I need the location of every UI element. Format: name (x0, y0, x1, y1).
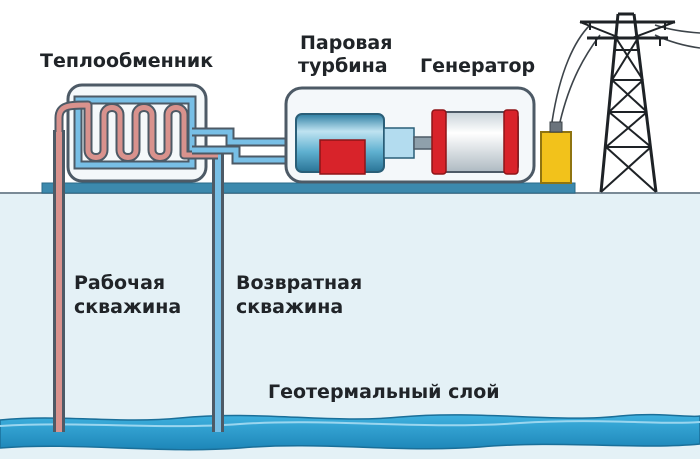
return-well-pipe (212, 150, 224, 432)
geothermal-layer-label: Геотермальный слой (268, 381, 500, 403)
geothermal-layer-water (0, 413, 700, 451)
production-well-pipe (53, 130, 65, 432)
shaft (413, 136, 435, 150)
platform (41, 182, 576, 194)
steam-pipes (192, 127, 298, 165)
ground-area (0, 193, 700, 459)
power-tower-icon (579, 12, 676, 193)
heat-exchanger-icon (54, 83, 218, 183)
production-well-label-line1: Рабочая (74, 272, 166, 294)
water-highlight (0, 420, 700, 428)
heat-exchanger-label: Теплообменник (40, 50, 214, 72)
power-wires (551, 24, 700, 123)
steam-turbine-icon (295, 113, 415, 175)
return-well-label-line2: скважина (236, 296, 344, 318)
steam-turbine-label-line2: турбина (298, 55, 388, 77)
transformer-icon (540, 121, 572, 184)
generator-label: Генератор (420, 55, 536, 77)
return-well-label-line1: Возвратная (236, 272, 363, 294)
generator-icon (431, 109, 519, 175)
production-well-label-line2: скважина (74, 296, 182, 318)
steam-turbine-label-line1: Паровая (300, 32, 393, 54)
